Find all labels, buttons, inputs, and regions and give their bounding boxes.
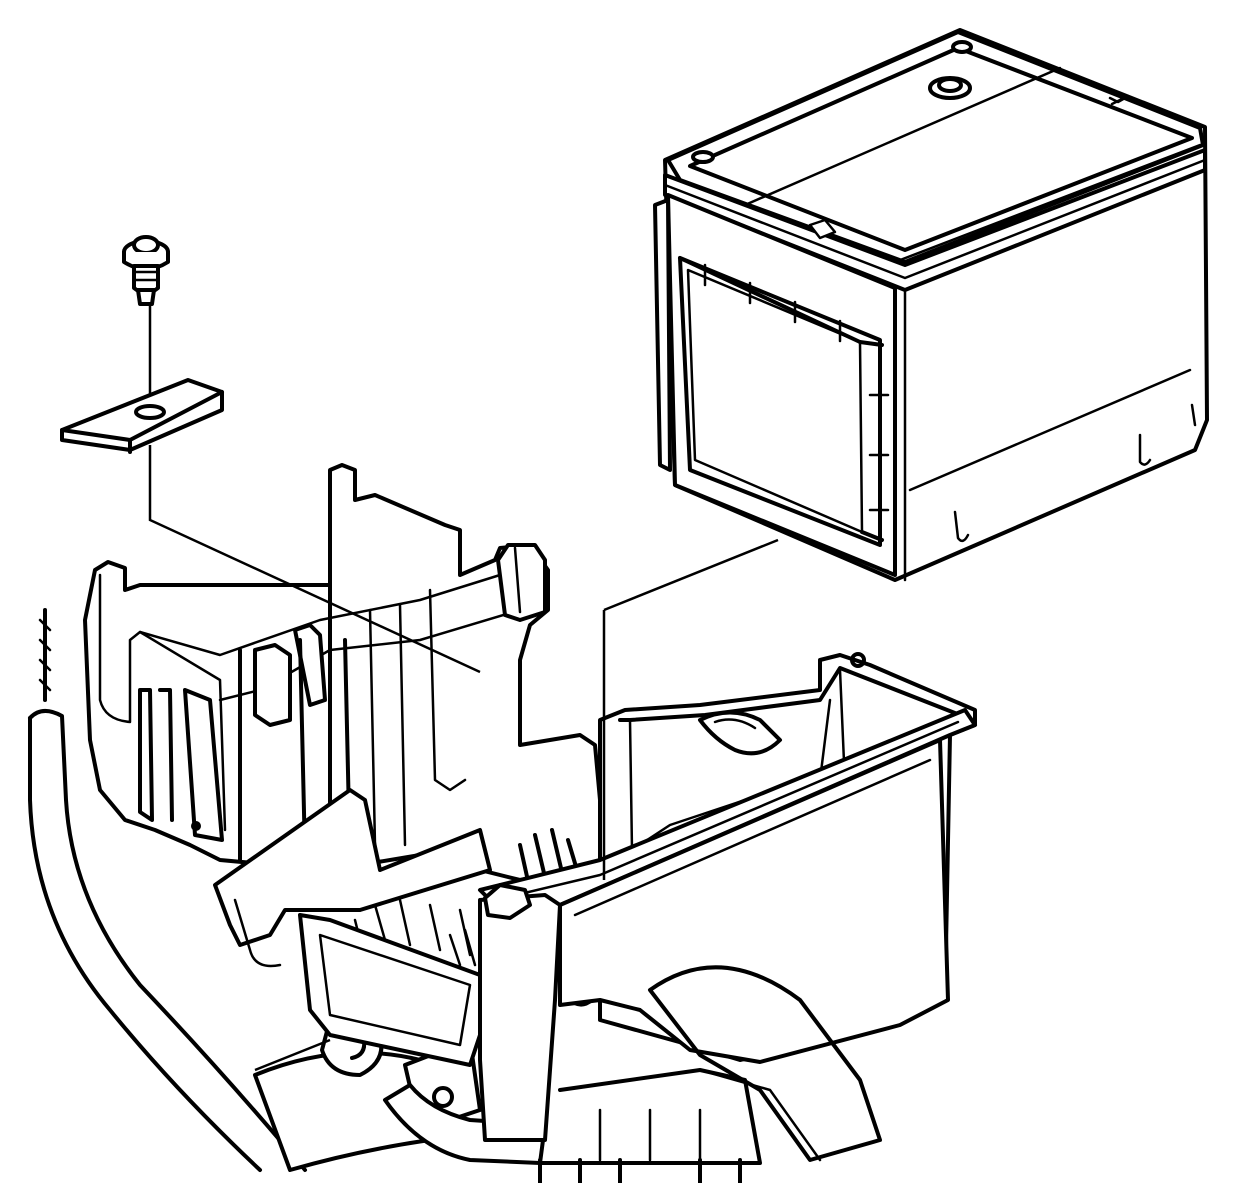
- leader-lines: [148, 305, 779, 1072]
- bolt: [122, 235, 170, 306]
- battery-tray: [83, 463, 977, 1162]
- hold-down-retainer: [60, 378, 224, 454]
- battery-cable: [28, 608, 307, 1172]
- battery: [653, 28, 1209, 582]
